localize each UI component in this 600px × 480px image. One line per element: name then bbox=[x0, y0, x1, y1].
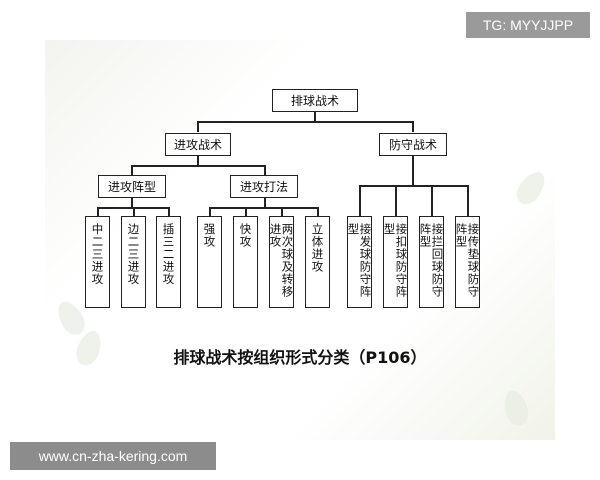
connector bbox=[412, 155, 414, 185]
defense-node: 防守战术 bbox=[379, 133, 447, 156]
leaf-node: 接扣球防守阵型 bbox=[382, 216, 409, 308]
leaf-node: 接发球防守阵型 bbox=[346, 216, 373, 308]
connector bbox=[264, 197, 266, 207]
connector bbox=[245, 207, 247, 216]
connector bbox=[264, 165, 266, 175]
connector bbox=[467, 185, 469, 216]
leaf-label: 接扣球防守阵型 bbox=[382, 223, 409, 298]
formation-label: 进攻阵型 bbox=[107, 180, 156, 194]
formation-node: 进攻阵型 bbox=[98, 175, 166, 198]
leaf-node: 接传垫球防守阵型 bbox=[454, 216, 481, 308]
leaf-label: 中二三进攻 bbox=[90, 223, 105, 286]
attack-node: 进攻战术 bbox=[165, 133, 231, 156]
leaf-label: 立体进攻 bbox=[310, 223, 325, 273]
root-node: 排球战术 bbox=[272, 89, 358, 112]
leaf-node: 快攻 bbox=[233, 216, 258, 308]
defense-label: 防守战术 bbox=[388, 138, 437, 152]
connector bbox=[168, 207, 170, 216]
connector bbox=[197, 155, 199, 165]
leaf-node: 接拦回球防守阵型 bbox=[418, 216, 445, 308]
leaf-label: 快攻 bbox=[238, 223, 253, 248]
connector bbox=[131, 165, 133, 175]
connector bbox=[131, 197, 133, 207]
connector bbox=[431, 185, 433, 216]
connector bbox=[97, 207, 99, 216]
root-label: 排球战术 bbox=[290, 94, 339, 108]
tactics-node: 进攻打法 bbox=[230, 175, 298, 198]
connector bbox=[197, 121, 199, 132]
attack-label: 进攻战术 bbox=[173, 138, 222, 152]
leaf-node: 插三二进攻 bbox=[156, 216, 181, 308]
leaf-label: 插三二进攻 bbox=[161, 223, 176, 286]
connector bbox=[359, 185, 467, 187]
connector bbox=[197, 121, 413, 123]
leaf-node: 中二三进攻 bbox=[85, 216, 110, 308]
leaf-label: 接发球防守阵型 bbox=[346, 223, 373, 298]
connector bbox=[317, 207, 319, 216]
connector bbox=[209, 207, 318, 209]
connector bbox=[314, 111, 316, 121]
leaf-label: 强攻 bbox=[202, 223, 217, 248]
connector bbox=[133, 207, 135, 216]
diagram-caption: 排球战术按组织形式分类（P106） bbox=[173, 348, 427, 367]
watermark-badge: TG: MYYJJPP bbox=[466, 12, 590, 38]
connector bbox=[281, 207, 283, 216]
leaf-label: 边二三进攻 bbox=[126, 223, 141, 286]
leaf-node: 立体进攻 bbox=[305, 216, 330, 308]
leaf-label: 接传垫球防守阵型 bbox=[454, 223, 481, 298]
connector bbox=[359, 185, 361, 216]
watermark-url: www.cn-zha-kering.com bbox=[10, 442, 216, 470]
leaf-node: 强攻 bbox=[197, 216, 222, 308]
connector bbox=[395, 185, 397, 216]
connector bbox=[131, 165, 265, 167]
connector bbox=[412, 121, 414, 132]
leaf-node: 两次球及转移进攻 bbox=[268, 216, 295, 308]
leaf-node: 边二三进攻 bbox=[121, 216, 146, 308]
leaf-label: 两次球及转移进攻 bbox=[268, 223, 295, 298]
tactics-label: 进攻打法 bbox=[239, 180, 288, 194]
leaf-label: 接拦回球防守阵型 bbox=[418, 223, 445, 298]
connector bbox=[209, 207, 211, 216]
